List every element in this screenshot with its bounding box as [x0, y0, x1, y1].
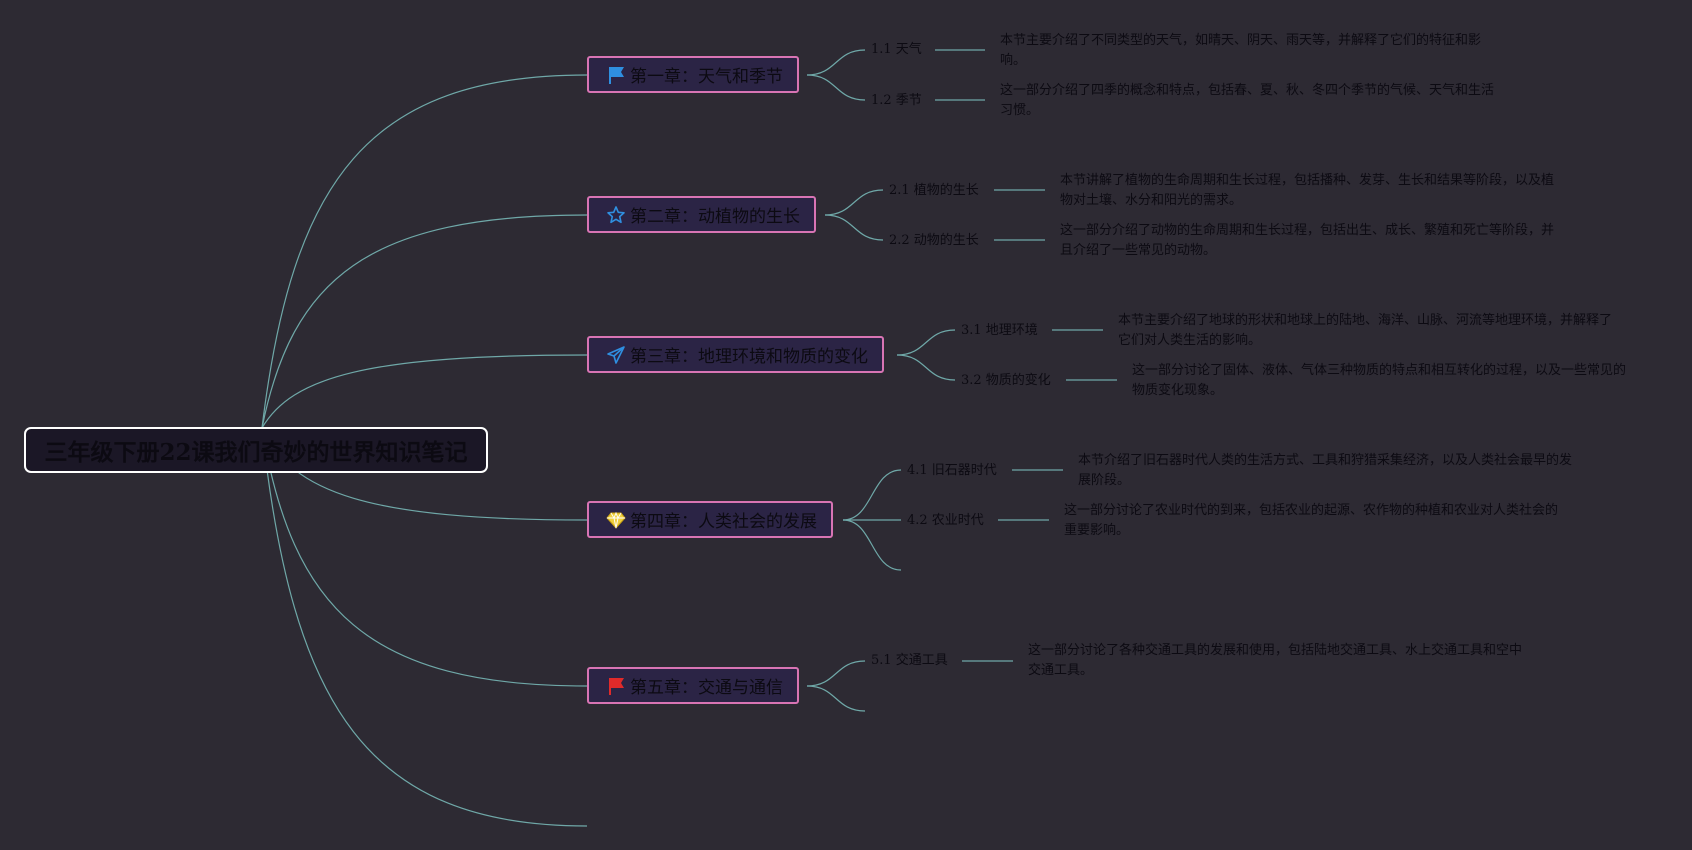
star-icon: [606, 205, 626, 225]
chapter-2-node[interactable]: 第二章：动植物的生长: [587, 196, 816, 233]
root-title: 三年级下册22课我们奇妙的世界知识笔记: [44, 439, 468, 466]
connector-root-chapter-2: [261, 214, 588, 429]
subtopic-5-1[interactable]: 5.1 交通工具: [871, 653, 948, 668]
chapter-1-title: 第一章：天气和季节: [630, 67, 783, 87]
subtopic-3-1-desc: 本节主要介绍了地球的形状和地球上的陆地、海洋、山脉、河流等地理环境，并解释了它们…: [1118, 313, 1613, 348]
subtopic-4-2-desc: 这一部分讨论了农业时代的到来，包括农业的起源、农作物的种植和农业对人类社会的重要…: [1064, 503, 1559, 538]
connector-chapter-2-sub-1: [824, 189, 884, 216]
subtopic-1-1[interactable]: 1.1 天气: [871, 42, 922, 57]
subtopic-2-1-desc: 本节讲解了植物的生命周期和生长过程，包括播种、发芽、生长和结果等阶段，以及植物对…: [1060, 173, 1555, 208]
connector-chapter-3-sub-1: [896, 329, 956, 356]
connector-chapter-1-sub-1: [806, 49, 866, 76]
subtopic-2-1[interactable]: 2.1 植物的生长: [889, 183, 979, 198]
subtopic-1-1-desc: 本节主要介绍了不同类型的天气，如晴天、阴天、雨天等，并解释了它们的特征和影响。: [1000, 33, 1482, 68]
subtopic-2-2[interactable]: 2.2 动物的生长: [889, 233, 979, 248]
connector-root-chapter-3: [261, 354, 588, 429]
subtopic-4-1[interactable]: 4.1 旧石器时代: [907, 463, 997, 478]
root-topic[interactable]: 三年级下册22课我们奇妙的世界知识笔记: [24, 427, 488, 473]
subtopic-2-2-desc: 这一部分介绍了动物的生命周期和生长过程，包括出生、成长、繁殖和死亡等阶段，并且介…: [1060, 223, 1555, 258]
subtopic-1-2[interactable]: 1.2 季节: [871, 93, 922, 108]
subtopic-3-1[interactable]: 3.1 地理环境: [961, 323, 1038, 338]
paper-plane-icon: [606, 345, 626, 365]
chapter-4-title: 第四章：人类社会的发展: [630, 512, 817, 532]
connector-chapter-3-sub-2: [896, 354, 956, 381]
subtopic-3-2[interactable]: 3.2 物质的变化: [961, 373, 1051, 388]
subtopic-4-1-desc: 本节介绍了旧石器时代人类的生活方式、工具和狩猎采集经济，以及人类社会最早的发展阶…: [1078, 453, 1573, 488]
connector-root-chapter-5: [261, 427, 588, 687]
chapter-5-title: 第五章：交通与通信: [630, 678, 783, 698]
blue-flag-icon: [606, 65, 626, 85]
connector-chapter-4-sub-3: [842, 519, 902, 571]
connector-root-chapter-1: [261, 74, 588, 429]
connector-root-chapter-6: [261, 427, 588, 827]
red-flag-icon: [606, 676, 626, 696]
connector-chapter-5-sub-1: [806, 660, 866, 687]
chapter-5-node[interactable]: 第五章：交通与通信: [587, 667, 799, 704]
chapter-4-node[interactable]: 第四章：人类社会的发展: [587, 501, 833, 538]
subtopic-4-2[interactable]: 4.2 农业时代: [907, 513, 984, 528]
chapter-2-title: 第二章：动植物的生长: [630, 207, 800, 227]
subtopic-5-1-desc: 这一部分讨论了各种交通工具的发展和使用，包括陆地交通工具、水上交通工具和空中交通…: [1028, 643, 1523, 678]
connector-chapter-1-sub-2: [806, 74, 866, 101]
connector-chapter-5-sub-2: [806, 685, 866, 712]
chapter-3-node[interactable]: 第三章：地理环境和物质的变化: [587, 336, 884, 373]
chapter-3-title: 第三章：地理环境和物质的变化: [630, 347, 868, 367]
subtopic-1-2-desc: 这一部分介绍了四季的概念和特点，包括春、夏、秋、冬四个季节的气候、天气和生活习惯…: [1000, 83, 1495, 118]
subtopic-3-2-desc: 这一部分讨论了固体、液体、气体三种物质的特点和相互转化的过程，以及一些常见的物质…: [1132, 363, 1627, 398]
diamond-icon: [606, 510, 626, 530]
chapter-1-node[interactable]: 第一章：天气和季节: [587, 56, 799, 93]
connector-chapter-4-sub-1: [842, 469, 902, 521]
connector-chapter-2-sub-2: [824, 214, 884, 241]
